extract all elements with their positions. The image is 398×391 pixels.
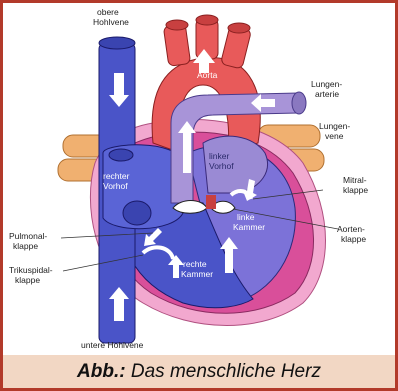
- svg-text:klappe: klappe: [343, 185, 368, 195]
- svg-text:obere: obere: [97, 7, 119, 17]
- label-inferior-vena-cava: untere Hohlvene: [81, 340, 144, 350]
- caption-prefix: Abb.:: [77, 361, 126, 382]
- label-mitral-valve: Mitral- klappe: [343, 175, 368, 195]
- svg-text:klappe: klappe: [13, 241, 38, 251]
- svg-text:linke: linke: [237, 212, 255, 222]
- svg-text:Kammer: Kammer: [181, 269, 213, 279]
- svg-text:klappe: klappe: [15, 275, 40, 285]
- svg-text:Trikuspidal-: Trikuspidal-: [9, 265, 53, 275]
- svg-text:arterie: arterie: [315, 89, 339, 99]
- svg-text:Hohlvene: Hohlvene: [93, 17, 129, 27]
- svg-text:vene: vene: [325, 131, 344, 141]
- svg-text:Lungen-: Lungen-: [319, 121, 350, 131]
- svg-text:Vorhof: Vorhof: [209, 161, 234, 171]
- svg-text:Pulmonal-: Pulmonal-: [9, 231, 47, 241]
- label-right-atrium: rechter Vorhof: [103, 171, 130, 191]
- svg-text:rechte: rechte: [183, 259, 207, 269]
- heart-illustration: obere Hohlvene Aorta Lungen- arterie Lun…: [3, 3, 395, 353]
- svg-text:Aorten-: Aorten-: [337, 224, 365, 234]
- label-pulmonary-valve: Pulmonal- klappe: [9, 231, 47, 251]
- svg-text:linker: linker: [209, 151, 229, 161]
- svg-text:Kammer: Kammer: [233, 222, 265, 232]
- label-pulmonary-vein: Lungen- vene: [319, 121, 350, 141]
- svg-text:Mitral-: Mitral-: [343, 175, 367, 185]
- label-aorta: Aorta: [197, 70, 218, 80]
- svg-text:klappe: klappe: [341, 234, 366, 244]
- svg-text:rechter: rechter: [103, 171, 130, 181]
- label-superior-vena-cava: obere Hohlvene: [93, 7, 129, 27]
- heart-diagram: obere Hohlvene Aorta Lungen- arterie Lun…: [3, 3, 395, 353]
- caption-text: Das menschliche Herz: [126, 361, 321, 382]
- svg-text:Lungen-: Lungen-: [311, 79, 342, 89]
- svg-text:Vorhof: Vorhof: [103, 181, 128, 191]
- label-aortic-valve: Aorten- klappe: [337, 224, 366, 244]
- label-tricuspid-valve: Trikuspidal- klappe: [9, 265, 53, 285]
- label-pulmonary-artery: Lungen- arterie: [311, 79, 342, 99]
- figure-caption: Abb.: Das menschliche Herz: [3, 355, 395, 388]
